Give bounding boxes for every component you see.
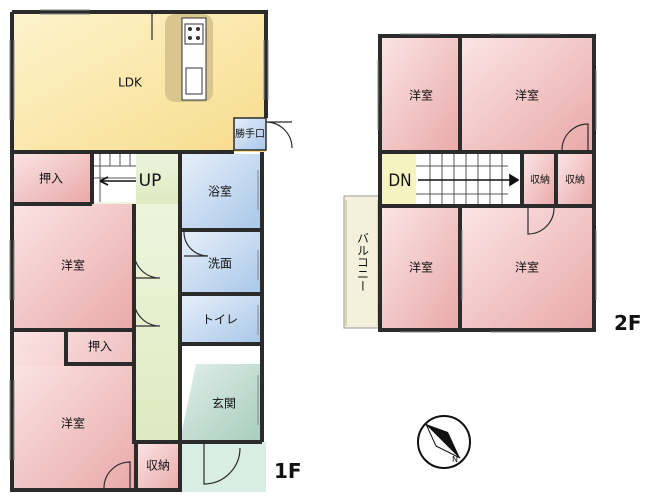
toilet-room [182,296,260,344]
closet-mid-label: 押入 [88,340,112,354]
storage-2f-1-label: 収納 [530,173,550,186]
back-door-label: 勝手口 [235,127,265,140]
floor-1-label: 1F [274,459,302,483]
toilet-label: トイレ [202,313,238,327]
closet-top [12,154,90,202]
floor-2: 洋室 洋室 DN 収納 収納 洋室 洋室 バルコニー 2F [343,33,642,335]
closet-top-label: 押入 [39,172,63,186]
western-2f-tl [382,38,460,152]
washroom [182,232,260,294]
back-door-area [233,117,267,151]
storage-bottom-label: 収納 [146,459,170,473]
stairs-arrow-icon [99,176,140,186]
doors-2f [527,123,589,235]
stairs-treads [92,154,138,202]
walls-2f [378,34,596,332]
western-bottom-label: 洋室 [61,416,85,431]
dn-area [382,154,416,206]
floor-1: LDK 勝手口 押入 UP 洋室 押入 洋室 収納 浴室 洗面 トイレ 玄関 1… [9,9,302,492]
walls-1f [10,10,268,492]
windows-1f [9,9,269,460]
western-2f-bl [382,208,460,328]
western-2f-br-label: 洋室 [515,260,539,275]
doors-1f [103,14,241,489]
western-2f-tr [462,38,592,152]
compass: N [417,415,471,469]
washroom-label: 洗面 [208,257,232,271]
stairs-dn-label: DN [388,171,411,191]
storage-2f-1 [524,154,556,206]
floor-2-label: 2F [614,311,642,335]
storage-2f-2-label: 収納 [565,173,585,186]
entrance-step [180,442,266,492]
western-room-mid [12,204,134,328]
storage-bottom [136,444,180,490]
sink-icon [185,67,203,95]
western-2f-bl-label: 洋室 [409,260,433,275]
western-2f-tr-label: 洋室 [515,88,539,103]
entrance-label: 玄関 [212,396,236,411]
ldk-room [12,12,266,152]
bath-room [182,154,260,230]
windows-2f [377,33,597,333]
western-2f-br [462,208,592,328]
corridor-upper [136,154,180,204]
stove-icon [184,23,204,45]
ldk-label: LDK [118,76,143,90]
western-mid-label: 洋室 [61,258,85,273]
back-door-swing-icon [265,121,293,149]
compass-north-label: N [452,455,458,464]
western-room-bottom-inner [12,366,134,490]
stairs-up-label: UP [139,171,162,191]
stairs-dn-arrow-icon [418,173,520,187]
western-2f-tl-label: 洋室 [409,88,433,103]
balcony-label: バルコニー [356,232,370,292]
entrance-hall [180,364,260,440]
storage-2f-2 [558,154,592,206]
bath-label: 浴室 [208,184,232,199]
